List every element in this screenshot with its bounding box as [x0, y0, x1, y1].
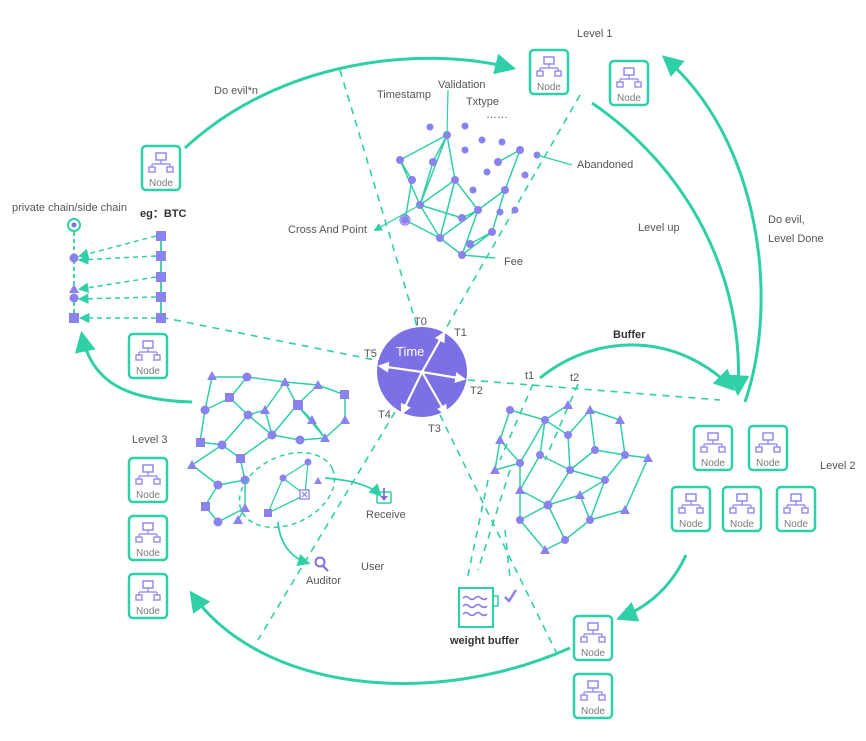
- weight-buffer-icon: [458, 587, 518, 628]
- node-level3-b: Node: [127, 514, 169, 562]
- arrow-do-evil-level-done: [661, 55, 763, 403]
- tick-t0: T0: [414, 316, 427, 328]
- node-level1-b: Node: [608, 59, 650, 107]
- time-clock: Time T0 T1 T2 T3 T4 T5: [364, 316, 483, 435]
- tick-t5: T5: [364, 348, 377, 360]
- label-eg-btc: eg：BTC: [140, 208, 186, 220]
- node-level3-a: Node: [127, 456, 169, 504]
- node-level2-a: Node: [692, 424, 734, 472]
- arrow-bottom-return: [189, 590, 571, 685]
- dashed-radial-lines: [164, 69, 721, 661]
- radial-t0: [339, 69, 419, 331]
- svg-text:Node: Node: [581, 706, 605, 717]
- node-private-chain: Node: [127, 332, 169, 380]
- label-t2: t2: [570, 372, 579, 384]
- clock-hand-t5: [377, 361, 423, 374]
- radial-t1: [444, 94, 581, 331]
- radial-t3: [439, 414, 561, 661]
- arrow-level2-down: [616, 554, 688, 622]
- svg-text:Node: Node: [679, 519, 703, 530]
- arrow-do-evil-n: [183, 53, 517, 150]
- node-level2-e: Node: [775, 485, 817, 533]
- label-buffer: Buffer: [613, 329, 646, 341]
- label-level1: Level 1: [577, 28, 612, 40]
- radial-t2: [467, 379, 721, 401]
- arrow-buffer: [539, 343, 735, 391]
- tick-t1: T1: [454, 327, 467, 339]
- svg-text:Node: Node: [784, 519, 808, 530]
- node-level3-c: Node: [127, 572, 169, 620]
- clock-center-label: Time: [396, 344, 424, 359]
- level2-network: [490, 400, 653, 554]
- node-do-evil: Node: [140, 144, 182, 192]
- label-user: User: [361, 561, 385, 573]
- label-validation: Validation: [438, 79, 486, 91]
- radial-t4: [257, 411, 396, 641]
- tick-t3: T3: [428, 423, 441, 435]
- svg-text:Node: Node: [537, 82, 561, 93]
- label-level2: Level 2: [820, 460, 855, 472]
- node-level2-c: Node: [670, 485, 712, 533]
- label-fee: Fee: [504, 256, 523, 268]
- buffer-dash-t2: [544, 383, 579, 461]
- weight-buffer-dash-2: [466, 479, 489, 581]
- tick-t4: T4: [378, 409, 391, 421]
- svg-text:Node: Node: [136, 606, 160, 617]
- transaction-pool-network: [373, 89, 573, 259]
- label-receive: Receive: [366, 509, 406, 521]
- label-t1: t1: [525, 370, 534, 382]
- label-do-evil-n: Do evil*n: [214, 85, 258, 97]
- weight-buffer-dash-3: [504, 529, 511, 579]
- node-level1-a: Node: [528, 48, 570, 96]
- label-level-up: Level up: [638, 222, 680, 234]
- label-txtype: Txtype: [466, 96, 499, 108]
- clock-hand-t2: [421, 370, 467, 383]
- label-level-done: Level Done: [768, 233, 824, 245]
- node-level2-b: Node: [747, 424, 789, 472]
- label-do-evil: Do evil,: [768, 214, 805, 226]
- label-weight-buffer: weight buffer: [449, 635, 520, 647]
- user-cluster-oval: [238, 451, 336, 529]
- auditor-magnifier-icon: [314, 556, 329, 572]
- node-bottom-b: Node: [572, 672, 614, 720]
- label-abandoned: Abandoned: [577, 159, 633, 171]
- svg-text:Node: Node: [136, 548, 160, 559]
- clock-hand-t3: [421, 371, 448, 416]
- level3-network: [187, 371, 382, 567]
- weight-buffer-dash-1: [477, 469, 511, 571]
- svg-text:Node: Node: [701, 458, 725, 469]
- svg-text:Node: Node: [581, 648, 605, 659]
- clock-hand-t4: [400, 371, 423, 415]
- svg-text:Node: Node: [149, 178, 173, 189]
- label-level3: Level 3: [132, 434, 167, 446]
- tick-t2: T2: [470, 385, 483, 397]
- node-level2-d: Node: [721, 485, 763, 533]
- arrow-level-up: [591, 101, 750, 397]
- svg-text:Node: Node: [730, 519, 754, 530]
- label-private-chain: private chain/side chain: [12, 202, 127, 214]
- node-bottom-a: Node: [572, 614, 614, 662]
- label-auditor: Auditor: [306, 575, 341, 587]
- flow-arrows: [75, 53, 763, 685]
- label-timestamp: Timestamp: [377, 89, 431, 101]
- svg-text:Node: Node: [136, 490, 160, 501]
- arrow-level3-to-private-chain: [75, 330, 193, 404]
- nodes: Node Node Node Node Node Node Node Node: [127, 48, 817, 720]
- receive-icon: [376, 488, 392, 504]
- labels: Level 1 Level 2 Level 3 Do evil*n Level …: [12, 28, 855, 647]
- label-cross-and-point: Cross And Point: [288, 224, 367, 236]
- svg-text:Node: Node: [617, 93, 641, 104]
- svg-text:Node: Node: [136, 366, 160, 377]
- private-chain-diagram: [67, 218, 166, 324]
- svg-text:Node: Node: [756, 458, 780, 469]
- radial-t5: [164, 317, 386, 363]
- label-ellipsis: ……: [486, 109, 508, 121]
- clock-hand-t1: [421, 331, 446, 373]
